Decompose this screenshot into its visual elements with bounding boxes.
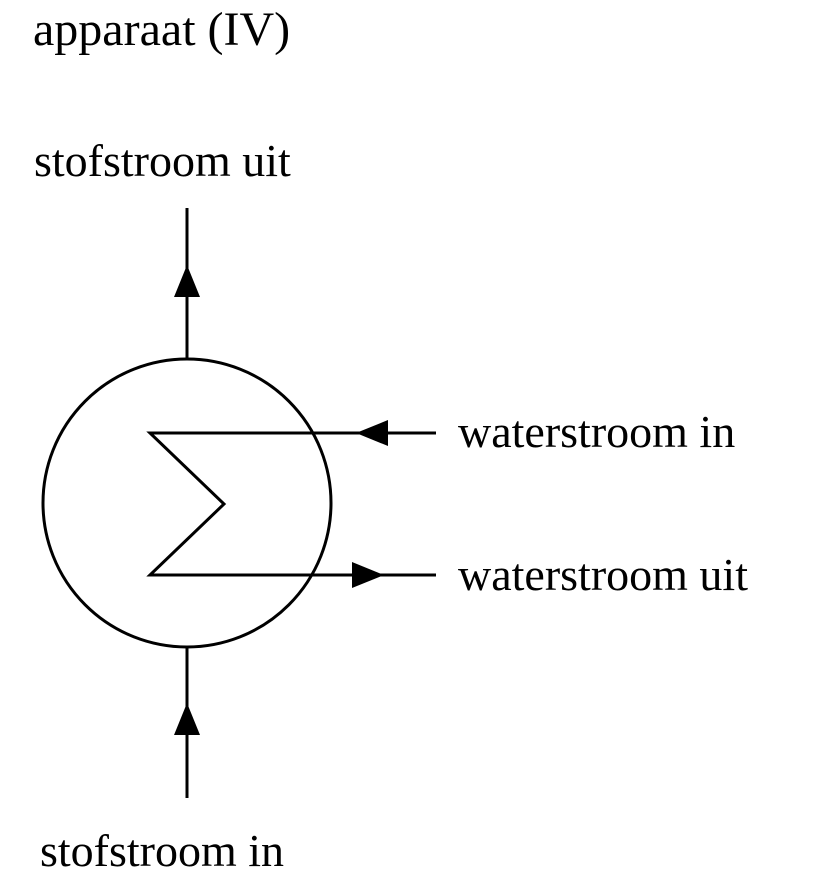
cooling-coil — [146, 431, 436, 577]
stream-in-arrow — [174, 703, 200, 735]
water-out-label: waterstroom uit — [458, 549, 748, 600]
diagram-title: apparaat (IV) — [33, 3, 291, 56]
stream-out-arrow — [174, 265, 200, 297]
water-in-label: waterstroom in — [458, 406, 736, 457]
stream-out-label: stofstroom uit — [34, 135, 291, 186]
water-in-arrow — [356, 420, 388, 446]
stream-in-label: stofstroom in — [40, 825, 285, 876]
vessel-circle — [41, 357, 333, 649]
water-out-arrow — [352, 562, 384, 588]
